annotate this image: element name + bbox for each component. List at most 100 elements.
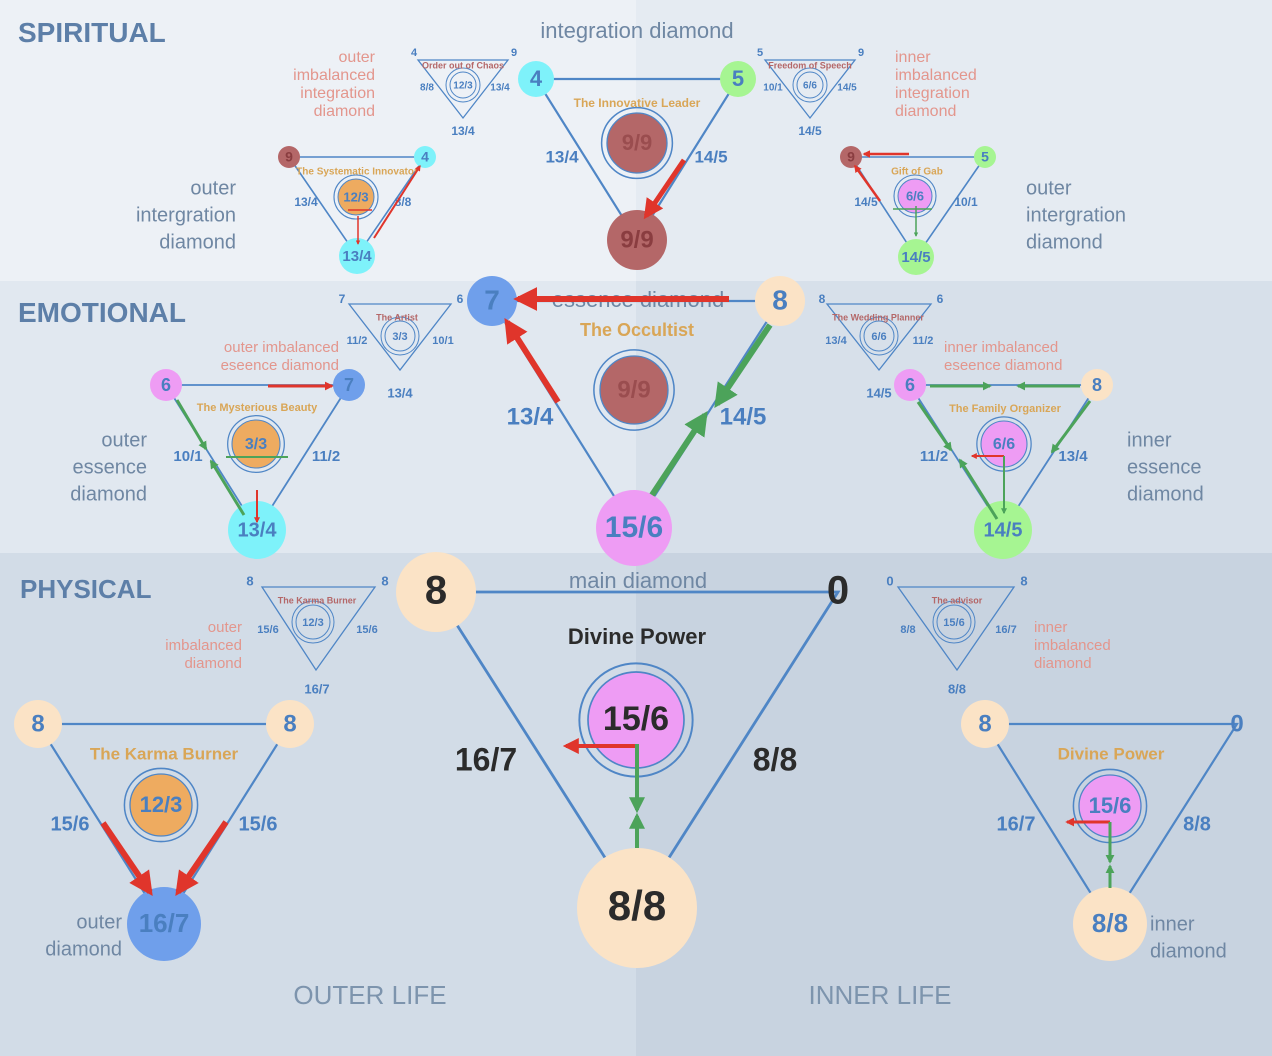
vertex-right-value: 6 (457, 292, 464, 306)
vertex-left-circle (467, 276, 517, 326)
vertex-left-value: 9 (285, 149, 293, 165)
vertex-left-circle (150, 369, 182, 401)
vertex-right-value: 5 (732, 66, 744, 91)
caption-outer-imbalanced-integration-line: diamond (314, 103, 375, 120)
side-right-value: 11/2 (913, 335, 934, 347)
center-ring (792, 67, 828, 103)
center-value: 3/3 (245, 436, 267, 453)
vertex-bottom-circle (577, 848, 697, 968)
vertex-bottom-value: 16/7 (139, 908, 190, 938)
vertex-right-circle (974, 146, 996, 168)
caption-outer-imbalanced-essence-line: outer imbalanced (224, 339, 339, 356)
side-left-value: 15/6 (51, 813, 90, 835)
footer-inner-life: INNER LIFE (808, 980, 951, 1010)
vertex-bottom-value: 14/5 (901, 249, 930, 266)
triangle-outline (347, 303, 453, 372)
vertex-bottom-circle (898, 239, 934, 275)
vertex-left-value: 4 (411, 47, 418, 59)
caption-inner-integration-line: outer (1026, 177, 1072, 199)
green-flow-arrow (649, 410, 708, 497)
center-ring (333, 174, 379, 220)
caption-inner-diamond-line: diamond (1150, 940, 1227, 962)
emotional-inner-bg (636, 281, 1272, 553)
vertex-left-value: 7 (339, 292, 346, 306)
triangle-outline (825, 303, 933, 372)
side-right-value: 13/4 (490, 83, 510, 94)
vertex-right-circle (1081, 369, 1113, 401)
triangle-outline (260, 586, 377, 672)
side-right-value: 8/8 (753, 741, 797, 777)
vertex-bottom-circle (974, 501, 1032, 559)
caption-inner-diamond-line: inner (1150, 913, 1195, 935)
vertex-right-value: 9 (511, 47, 517, 59)
vertex-left-value: 9 (847, 149, 855, 165)
vertex-right-value: 4 (421, 149, 429, 165)
diagram-title: Divine Power (1058, 744, 1165, 763)
diagram-title: The Mysterious Beauty (197, 402, 318, 414)
side-left-value: 8/8 (420, 83, 434, 94)
side-right-value: 14/5 (694, 147, 727, 166)
diagram-title: The Karma Burner (278, 595, 357, 605)
center-ring (893, 174, 937, 218)
triangle-outline (896, 586, 1016, 672)
center-ring (600, 106, 674, 180)
vertex-bottom-value: 14/5 (866, 385, 891, 400)
caption-outer-integration-line: intergration (136, 204, 236, 226)
vertex-bottom-value: 8/8 (1092, 908, 1128, 938)
vertex-bottom-value: 15/6 (605, 511, 663, 544)
green-flow-arrow (714, 323, 773, 408)
vertex-left-value: 8 (425, 569, 447, 613)
green-flow-arrow (1050, 400, 1092, 454)
center-ring (123, 767, 199, 843)
center-circle (606, 112, 668, 174)
triangle-outline (763, 59, 857, 120)
center-circle (796, 71, 824, 99)
green-flow-arrow (916, 401, 953, 452)
footer-outer-life: OUTER LIFE (293, 980, 446, 1010)
triangle-outline (287, 156, 427, 258)
caption-outer-essence-line: essence (73, 456, 148, 478)
caption-outer-imbalanced-essence-line: eseence diamond (221, 357, 339, 374)
side-left-value: 16/7 (455, 741, 517, 777)
caption-outer-essence-line: diamond (70, 483, 147, 505)
red-flow-arrow (100, 821, 153, 896)
diagram-title: The Karma Burner (90, 744, 239, 763)
center-value: 12/3 (302, 617, 323, 629)
center-circle (295, 604, 331, 640)
diagram-title: Divine Power (568, 624, 707, 649)
green-flow-arrow (209, 459, 246, 516)
red-flow-arrow (373, 164, 421, 239)
center-value: 12/3 (343, 189, 368, 204)
side-left-value: 13/4 (825, 335, 847, 347)
center-value: 6/6 (803, 81, 817, 92)
vertex-left-circle (278, 146, 300, 168)
diagram-title: The Wedding Planner (832, 312, 924, 322)
side-right-value: 15/6 (356, 624, 377, 636)
triangle-outline (983, 722, 1240, 927)
side-left-value: 11/2 (920, 448, 948, 465)
side-left-value: 8/8 (900, 624, 915, 636)
caption-inner-essence-line: inner (1127, 429, 1172, 451)
side-right-value: 16/7 (995, 624, 1016, 636)
center-ring (291, 600, 335, 644)
center-value: 6/6 (993, 436, 1015, 453)
diagram-title: The advisor (932, 595, 983, 605)
section-title-physical: PHYSICAL (20, 574, 152, 604)
vertex-left-value: 6 (905, 375, 915, 395)
center-circle (449, 71, 477, 99)
caption-inner-imbalanced-integration-line: imbalanced (895, 67, 977, 84)
vertex-bottom-value: 14/5 (798, 124, 822, 138)
vertex-left-value: 5 (757, 47, 763, 59)
vertex-right-value: 5 (981, 149, 989, 165)
vertex-bottom-circle (127, 887, 201, 961)
vertex-left-value: 0 (886, 573, 893, 588)
side-left-value: 16/7 (997, 813, 1036, 835)
caption-inner-imbalanced-physical-line: imbalanced (1034, 637, 1111, 654)
diagram-title: Freedom of Speech (768, 60, 852, 70)
caption-inner-integration-line: intergration (1026, 204, 1126, 226)
